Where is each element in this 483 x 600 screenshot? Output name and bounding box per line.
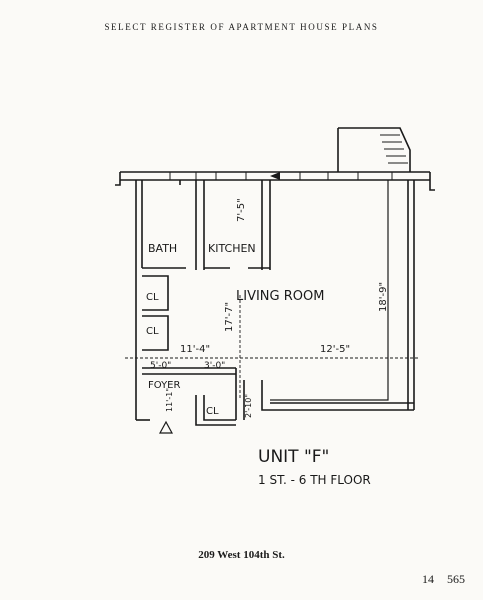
- page-number-right: 565: [447, 572, 465, 586]
- room-label-bath: BATH: [148, 242, 177, 255]
- dim-foyer-depth: 11'-1": [165, 388, 174, 412]
- kitchen-right-wall: [261, 180, 271, 270]
- closet-label-2: CL: [146, 326, 159, 337]
- right-wall: [407, 180, 415, 410]
- page-number-left: 14: [422, 572, 434, 586]
- room-label-living: LIVING ROOM: [236, 289, 324, 304]
- north-arrow-marker: [270, 172, 280, 180]
- living-return: [261, 380, 270, 411]
- closet-label-1: CL: [146, 292, 159, 303]
- stair-treads: [380, 134, 408, 164]
- top-wall: [120, 171, 430, 181]
- foyer-top-wall: [142, 367, 236, 375]
- left-closets: [142, 275, 169, 351]
- dim-living-width-right: 12'-5": [320, 344, 350, 355]
- bath-kitchen-wall: [195, 180, 205, 270]
- window-marks: [169, 172, 393, 180]
- dim-kitchen-depth: 7'-5": [236, 198, 247, 222]
- unit-label: UNIT "F": [258, 447, 329, 467]
- unit-floors: 1 ST. - 6 TH FLOOR: [258, 473, 371, 487]
- dim-living-side: 17'-7": [224, 302, 235, 332]
- dim-living-width-left: 11'-4": [180, 344, 210, 355]
- entry-icon: [158, 420, 174, 434]
- page-number: 14 565: [422, 572, 465, 587]
- stair-outline: [338, 127, 411, 172]
- closet-3: [195, 395, 236, 426]
- dim-closet-depth: 2'-10": [244, 394, 253, 418]
- address: 209 West 104th St.: [198, 549, 285, 561]
- dim-foyer-width-b: 3'-0": [204, 361, 225, 371]
- left-wall: [135, 180, 143, 420]
- room-label-kitchen: KITCHEN: [208, 242, 256, 255]
- page-header: SELECT REGISTER OF APARTMENT HOUSE PLANS: [104, 22, 379, 32]
- living-room-boundary: [270, 180, 389, 401]
- bottom-wall-living: [270, 402, 414, 411]
- dim-living-depth: 18'-9": [378, 282, 389, 312]
- dim-foyer-width-a: 5'-0": [150, 361, 171, 371]
- foyer-right-wall: [235, 368, 245, 420]
- room-label-foyer: FOYER: [148, 380, 181, 391]
- closet-label-3: CL: [206, 406, 219, 417]
- wall-ends: [115, 172, 435, 191]
